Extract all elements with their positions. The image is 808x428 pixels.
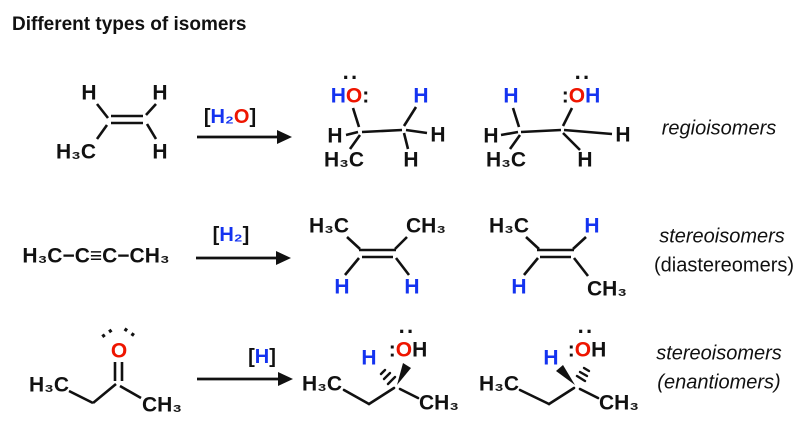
butanol-right-hydroxyl-group: : O H	[568, 340, 607, 361]
butanol-right-lone-pair-top-icon: ··	[577, 319, 595, 344]
butanol-left-ch3-left: H₃C	[301, 372, 343, 396]
propene-ch3-label: H₃C	[55, 140, 97, 164]
butanol-left-added-h: H	[361, 346, 377, 370]
oxygen-label: O	[574, 338, 592, 362]
butanone-ch3-left: H₃C	[28, 373, 70, 397]
trans-butene-h-bottom-left: H	[511, 275, 527, 299]
isopropanol-h-bottom: H	[403, 148, 419, 172]
page-title: Different types of isomers	[12, 14, 247, 35]
butanone-oxygen-label: O	[110, 339, 128, 363]
reagent-hydration: [ H₂ O ]	[204, 107, 256, 127]
butanol-right-skeleton	[518, 365, 600, 406]
cis-butene-ch3-top-right: CH₃	[405, 214, 447, 238]
row3-isomer-subtype-label: (enantiomers)	[657, 371, 781, 394]
cis-butene-skeleton	[343, 236, 411, 276]
hydroxyl-h: H	[412, 338, 428, 362]
row3-isomer-type-label: stereoisomers	[656, 342, 782, 365]
bracket-open: [	[248, 346, 255, 368]
hydroxyl-h: H	[330, 84, 346, 108]
reaction-arrow-3	[197, 372, 293, 386]
oxygen-label: O	[345, 84, 363, 108]
propene-h-top-right: H	[152, 81, 168, 105]
trans-butene-ch3-bottom-right: CH₃	[586, 277, 628, 301]
lone-pair-side-icon: :	[567, 338, 575, 362]
cis-butene-ch3-top-left: H₃C	[308, 214, 350, 238]
propene-h-top-left: H	[81, 81, 97, 105]
row2-isomer-type-label: stereoisomers	[659, 225, 785, 248]
trans-butene-skeleton	[522, 236, 590, 277]
oxygen-label: O	[395, 338, 413, 362]
reagent-o: O	[233, 106, 250, 128]
isopropanol-hydroxyl-group: H O :	[331, 86, 370, 107]
propanol-h-right: H	[615, 123, 631, 147]
butanol-right-ch3-right: CH₃	[598, 391, 640, 415]
isopropanol-h-left: H	[327, 124, 343, 148]
lone-pair-side-icon: :	[388, 338, 396, 362]
butanol-right-added-h: H	[543, 346, 559, 370]
reagent-hydrogenation: [ H₂ ]	[213, 225, 250, 245]
butyne-formula: H₃C−C≡C−CH₃	[22, 244, 170, 268]
propanol-skeleton	[500, 107, 613, 151]
lone-pair-side-icon: :	[362, 84, 370, 108]
row2-isomer-subtype-label: (diastereomers)	[653, 254, 795, 277]
isopropanol-added-h: H	[413, 84, 429, 108]
oxygen-label: O	[568, 84, 586, 108]
bracket-close: ]	[242, 224, 250, 246]
cis-butene-h-bottom-left: H	[334, 275, 350, 299]
bracket-open: [	[203, 106, 211, 128]
bracket-open: [	[212, 224, 220, 246]
hydroxyl-h: H	[585, 84, 601, 108]
propanol-h-bottom: H	[577, 148, 593, 172]
row1-isomer-type-label: regioisomers	[661, 117, 777, 140]
isopropanol-h-right: H	[430, 123, 446, 147]
propanol-hydroxyl-group: : O H	[562, 86, 601, 107]
reaction-arrow-2	[196, 251, 291, 265]
reaction-arrow-1	[197, 130, 292, 144]
hydroxyl-h: H	[591, 338, 607, 362]
butanone-skeleton	[68, 362, 142, 405]
cis-butene-h-bottom-right: H	[404, 275, 420, 299]
propanol-ch3-label: H₃C	[485, 148, 527, 172]
butanol-left-ch3-right: CH₃	[418, 391, 460, 415]
butanol-right-ch3-left: H₃C	[478, 372, 520, 396]
isopropanol-skeleton	[345, 106, 428, 150]
lone-pair-side-icon: :	[561, 84, 569, 108]
butanol-left-lone-pair-top-icon: ··	[398, 319, 416, 344]
butanone-ch3-right: CH₃	[141, 393, 183, 417]
reagent-h2: H₂	[219, 224, 243, 246]
propene-h-bottom-right: H	[152, 140, 168, 164]
trans-butene-h-top-right: H	[584, 214, 600, 238]
propanol-added-h: H	[503, 84, 519, 108]
reagent-reduction: [ H ]	[248, 347, 276, 367]
butanol-left-skeleton	[342, 363, 420, 406]
propanol-lone-pair-top-icon: ··	[574, 65, 592, 90]
bracket-close: ]	[269, 346, 276, 368]
reagent-h: H	[254, 346, 270, 368]
butanol-left-hydroxyl-group: : O H	[389, 340, 428, 361]
trans-butene-ch3-top-left: H₃C	[488, 214, 530, 238]
isopropanol-lone-pair-top-icon: ··	[342, 65, 360, 90]
reagent-h2: H₂	[210, 106, 234, 128]
propene-skeleton	[95, 103, 158, 140]
bracket-close: ]	[249, 106, 257, 128]
isopropanol-ch3-label: H₃C	[323, 148, 365, 172]
propanol-h-left: H	[483, 124, 499, 148]
